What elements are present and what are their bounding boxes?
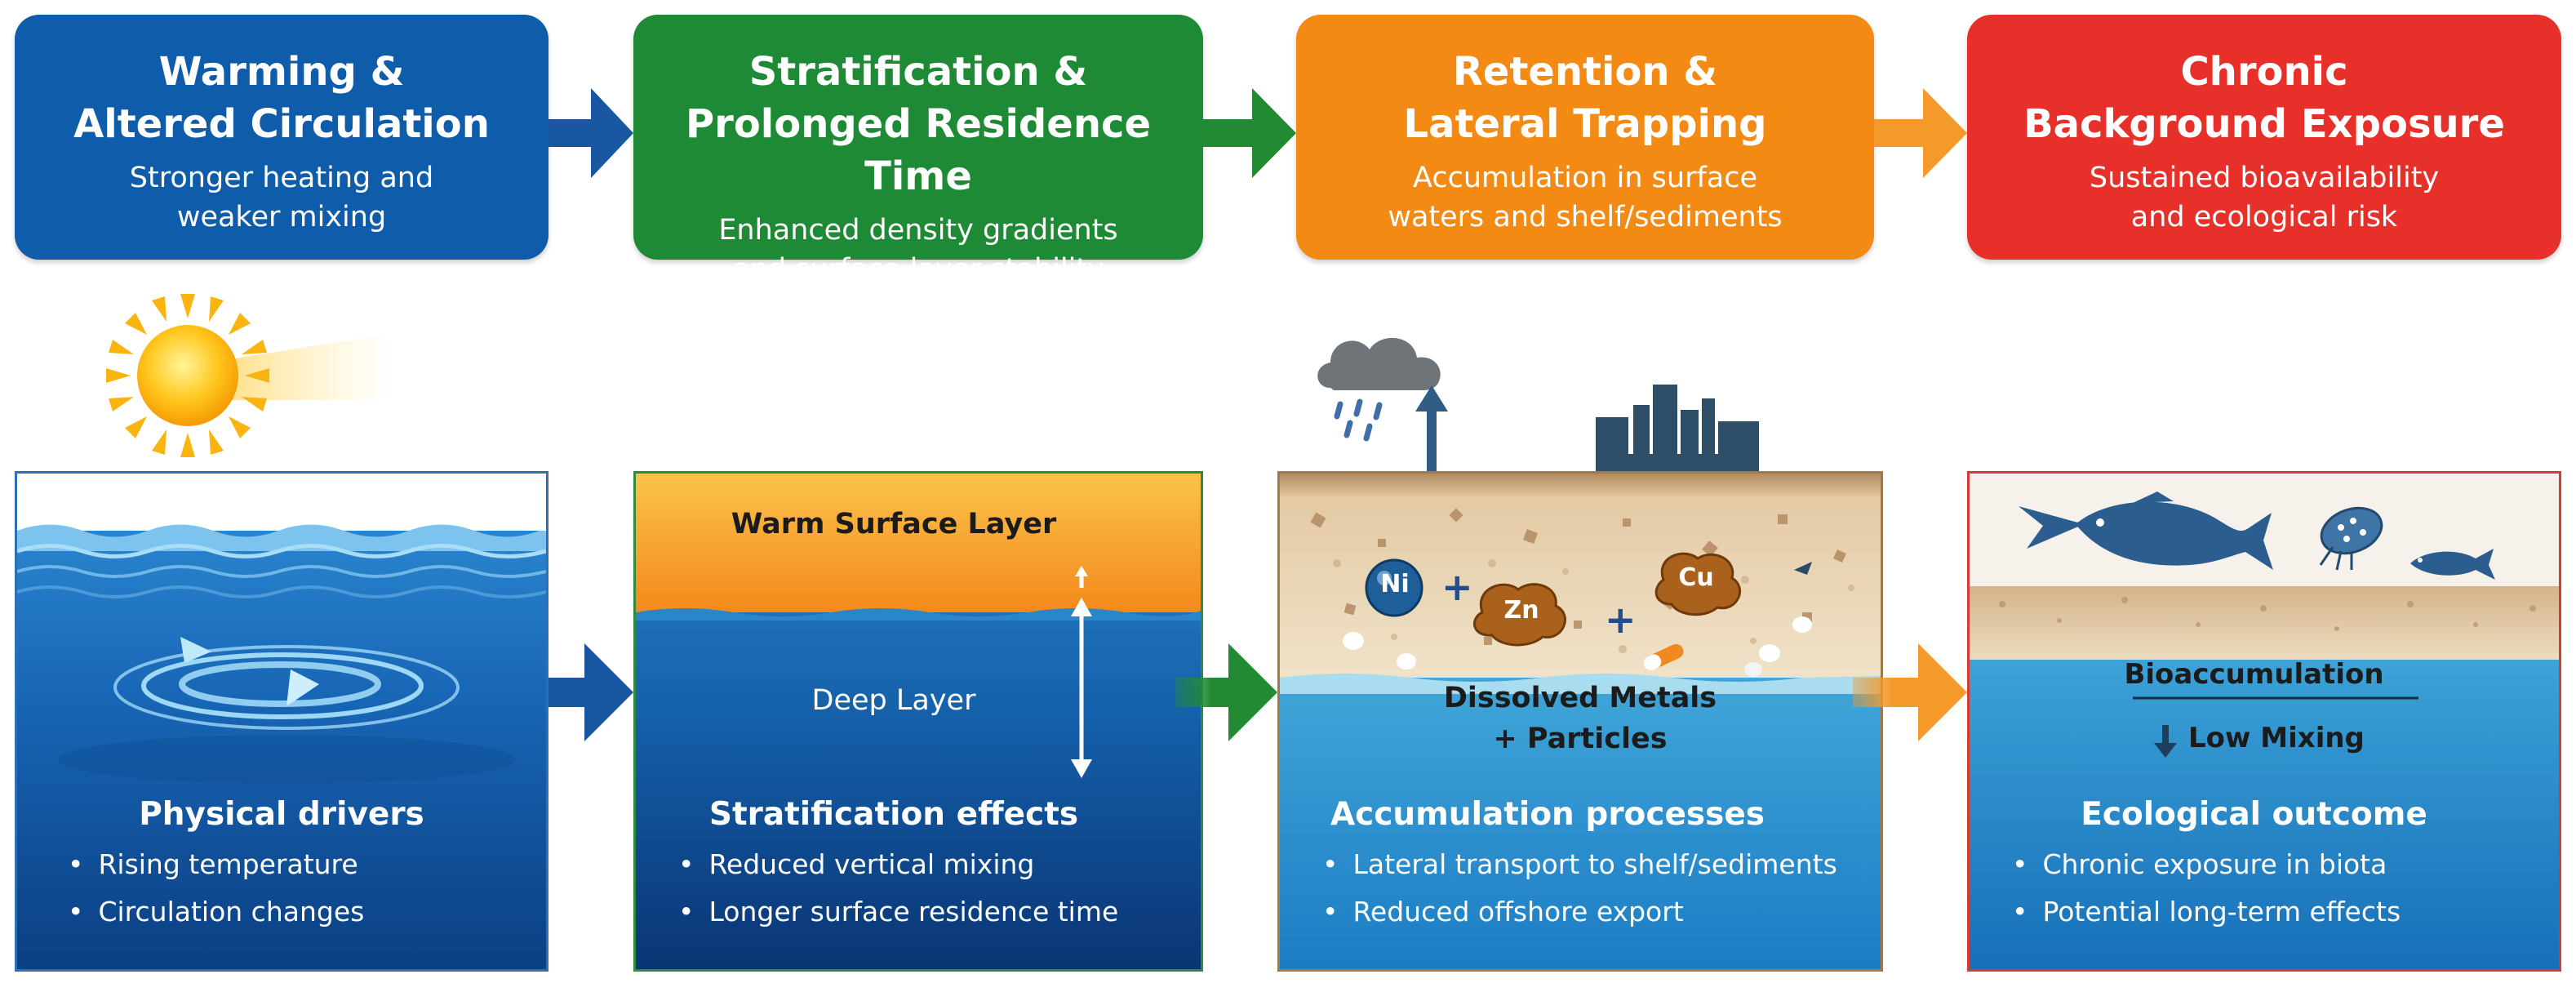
bullet-item: Circulation changes [68,888,364,936]
header-title: Warming &Altered Circulation [73,49,490,147]
panel-title: Ecological outcome [2081,796,2427,833]
bullet-item: Reduced offshore export [1322,888,1837,936]
sun-icon [106,294,392,457]
bullet-item: Chronic exposure in biota [2012,841,2401,888]
panel-bullets: Lateral transport to shelf/sediments Red… [1322,841,1837,936]
panel-accumulation-processes: Ni Zn Cu + + Dissolved Metals+ Particles… [1277,471,1883,972]
ion-label-zn: Zn [1503,596,1539,625]
panel-bullets: Reduced vertical mixing Longer surface r… [678,841,1118,936]
bottom-arrow-3 [1853,643,1967,741]
ion-label-cu: Cu [1678,563,1714,592]
bioaccumulation-label: Bioaccumulation [2124,658,2384,691]
bullet-item: Potential long-term effects [2012,888,2401,936]
panel-ecological-outcome: Bioaccumulation Low Mixing Ecological ou… [1967,471,2561,972]
ion-label-ni: Ni [1380,570,1410,598]
bullet-item: Longer surface residence time [678,888,1118,936]
rain-cloud-icon [1317,337,1448,474]
deep-layer-label: Deep Layer [811,684,976,717]
dissolved-metals-label: Dissolved Metals+ Particles [1443,682,1717,755]
bullet-item: Reduced vertical mixing [678,841,1118,888]
header-title: Retention &Lateral Trapping [1403,49,1767,147]
panel-physical-drivers: Physical drivers Rising temperature Circ… [15,471,549,972]
plus-sign: + [1441,565,1473,609]
bullet-item: Rising temperature [68,841,364,888]
header-retention: Retention &Lateral Trapping Accumulation… [1296,15,1874,260]
low-mixing-label: Low Mixing [2188,722,2365,754]
header-stratification: Stratification &Prolonged Residence Time… [633,15,1203,286]
plus-sign: + [1605,598,1637,642]
panel-stratification-effects: Warm Surface Layer Deep Layer Stratifica… [633,471,1203,972]
panel-title: Physical drivers [139,796,424,833]
bottom-arrow-1 [549,643,633,741]
panel-title: Stratification effects [708,796,1079,833]
bottom-arrow-2 [1175,643,1277,741]
top-arrow-1 [549,88,633,178]
panel-bullets: Rising temperature Circulation changes [68,841,364,936]
top-arrow-2 [1203,88,1296,178]
bullet-item: Lateral transport to shelf/sediments [1322,841,1837,888]
panel-bullets: Chronic exposure in biota Potential long… [2012,841,2401,936]
top-arrow-3 [1874,88,1967,178]
header-warming: Warming &Altered Circulation Stronger he… [15,15,549,260]
warm-layer-label: Warm Surface Layer [731,508,1057,540]
factory-icon [1596,385,1759,472]
panel-title: Accumulation processes [1330,796,1765,833]
header-title: Stratification &Prolonged Residence Time [685,49,1152,199]
